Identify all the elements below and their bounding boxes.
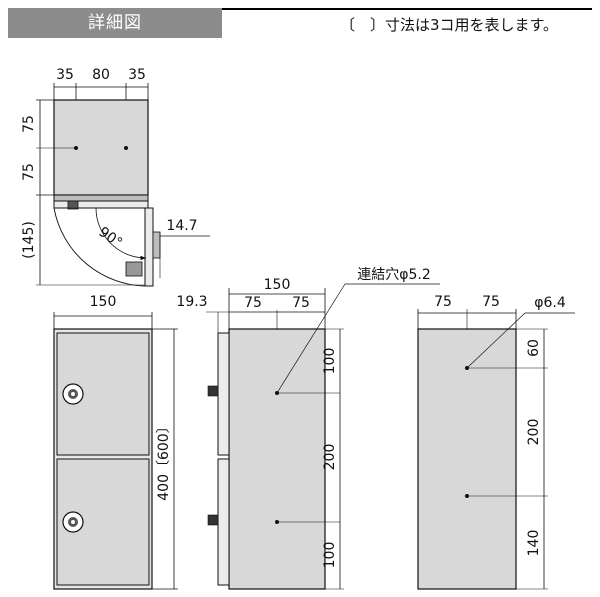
front-view: 150 400〔600〕	[53, 294, 178, 590]
top-view: 35 80 35 75 75 (145) 90° 14.7	[21, 67, 210, 287]
side-offset: 19.3	[176, 294, 207, 310]
back-200: 200	[526, 419, 542, 446]
side-knob-lower	[207, 514, 219, 526]
dim-14-7: 14.7	[166, 218, 197, 234]
top-view-box	[53, 99, 149, 196]
side-view-body	[228, 328, 326, 590]
header-tab: 詳細図	[8, 8, 222, 38]
front-width: 150	[90, 294, 117, 310]
dim-35-left: 35	[56, 67, 74, 83]
side-view: 150 19.3 75 75 連結穴φ5.2 100 200 100	[176, 267, 440, 590]
door-swing-arc	[53, 207, 149, 287]
header-note: 〔 〕寸法は3コ用を表します。	[340, 16, 559, 34]
side-100-top: 100	[322, 348, 338, 375]
top-view-door-band	[53, 194, 149, 202]
dial-lock-lower	[62, 511, 84, 533]
dim-35-right: 35	[128, 67, 146, 83]
top-view-latch	[67, 200, 79, 210]
back-hole-label: φ6.4	[534, 295, 566, 311]
dial-lock-upper	[62, 383, 84, 405]
top-hole-right	[124, 146, 128, 150]
side-100-bottom: 100	[322, 542, 338, 569]
back-75-right: 75	[482, 294, 500, 310]
back-140: 140	[526, 530, 542, 557]
back-view: 75 75 φ6.4 60 200 140	[417, 294, 575, 590]
header-rule	[222, 8, 592, 10]
back-view-body	[417, 328, 517, 590]
front-height: 400〔600〕	[156, 419, 172, 500]
dim-75-upper: 75	[21, 115, 37, 133]
open-door-panel	[144, 207, 154, 287]
side-width: 150	[264, 277, 291, 293]
side-hole-label: 連結穴φ5.2	[357, 267, 431, 283]
dim-75-lower: 75	[21, 163, 37, 181]
side-door-lower	[217, 458, 230, 586]
header-title: 詳細図	[88, 13, 142, 33]
side-knob-upper	[207, 385, 219, 397]
side-door-upper	[217, 332, 230, 456]
dim-80: 80	[92, 67, 110, 83]
side-75-right: 75	[292, 295, 310, 311]
side-200: 200	[322, 444, 338, 471]
side-75-left: 75	[244, 295, 262, 311]
dim-145: (145)	[21, 221, 37, 259]
back-75-left: 75	[434, 294, 452, 310]
back-60: 60	[526, 339, 542, 357]
